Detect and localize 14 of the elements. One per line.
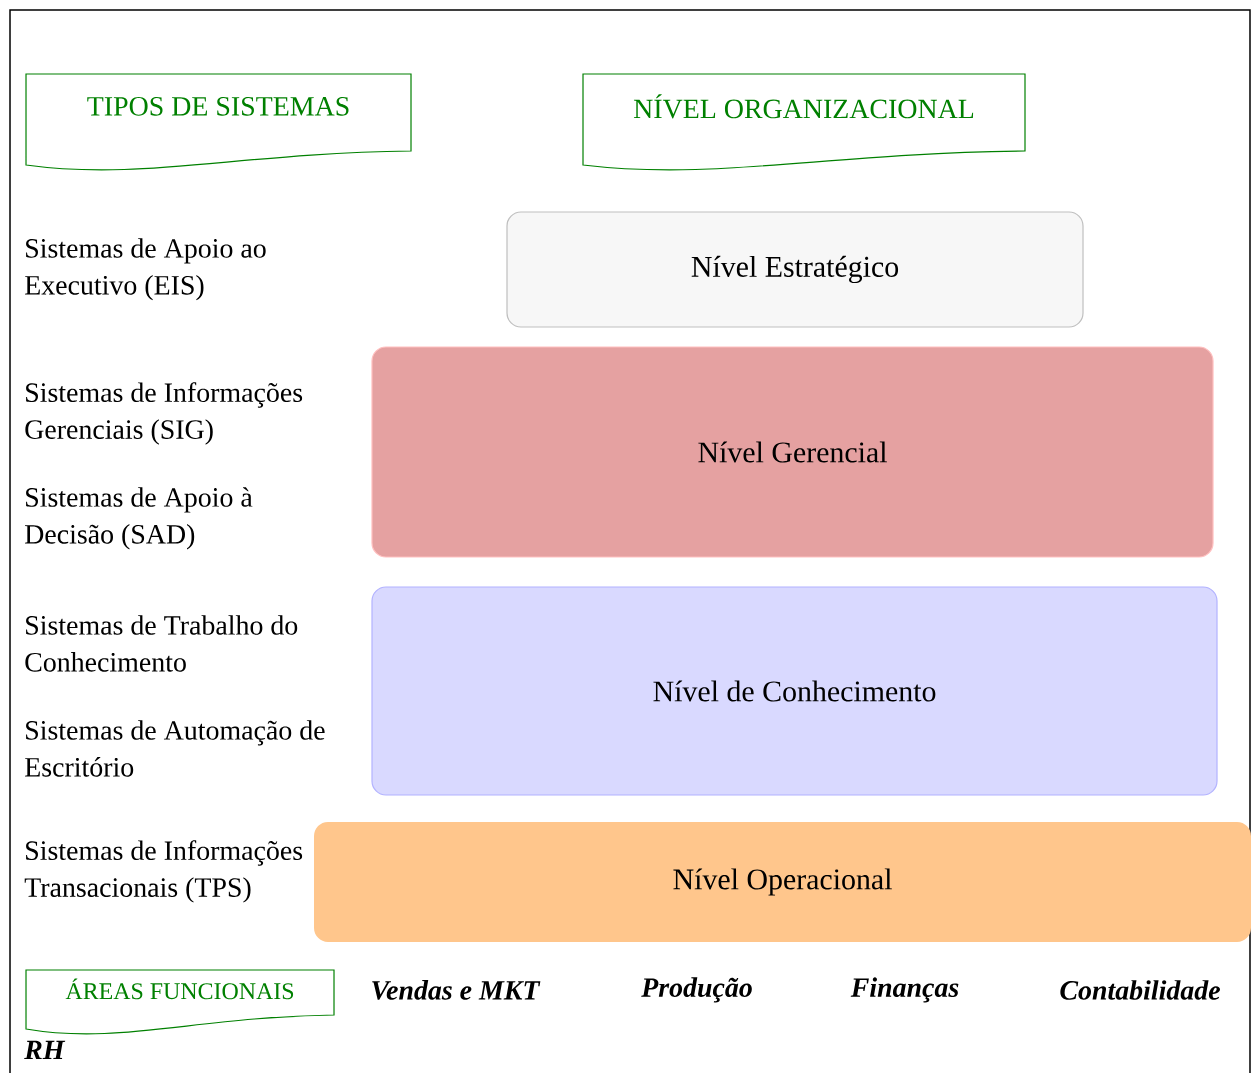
area-label: Vendas e MKT — [372, 980, 541, 1000]
system-label: Sistemas de Informações Gerenciais (SIG) — [25, 382, 303, 445]
area-label: Produção — [641, 977, 752, 1003]
system-label: Sistemas de Apoio à Decisão (SAD) — [25, 487, 253, 550]
area-label: Finanças — [850, 977, 959, 1003]
system-label: Sistemas de Apoio ao Executivo (EIS) — [25, 238, 266, 301]
level-box: Nível de Conhecimento — [371, 586, 1218, 796]
level-box: Nível Estratégico — [506, 211, 1084, 328]
system-label: Sistemas de Informações Transacionais (TPS) — [24, 840, 303, 903]
level-box: Nível Gerencial — [371, 346, 1214, 558]
system-label: Sistemas de Automação de Escritório — [25, 720, 325, 777]
system-label: Sistemas de Trabalho do Conhecimento — [25, 615, 298, 672]
level-box: Nível Operacional — [314, 822, 1251, 942]
area-label: Contabilidade — [1060, 980, 1220, 1000]
